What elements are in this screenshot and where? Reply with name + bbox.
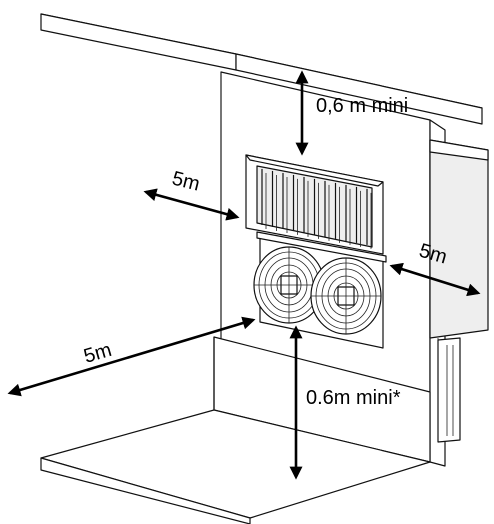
fan-panel [253,231,387,349]
clearance-arrows [7,70,481,480]
side-column [429,119,489,467]
front-clearance-arrow [7,316,256,397]
left-clearance-arrow [143,188,240,221]
base-plinth [40,336,431,524]
top-clearance-label: 0,6 m mini [316,95,408,117]
coil-unit [245,154,384,255]
right-clearance-arrow [389,262,481,297]
bottom-clearance-label: 0.6m mini* [306,387,401,409]
coil-grille [261,168,372,249]
fan-right [310,257,382,335]
left-clearance-label: 5m [170,168,202,196]
